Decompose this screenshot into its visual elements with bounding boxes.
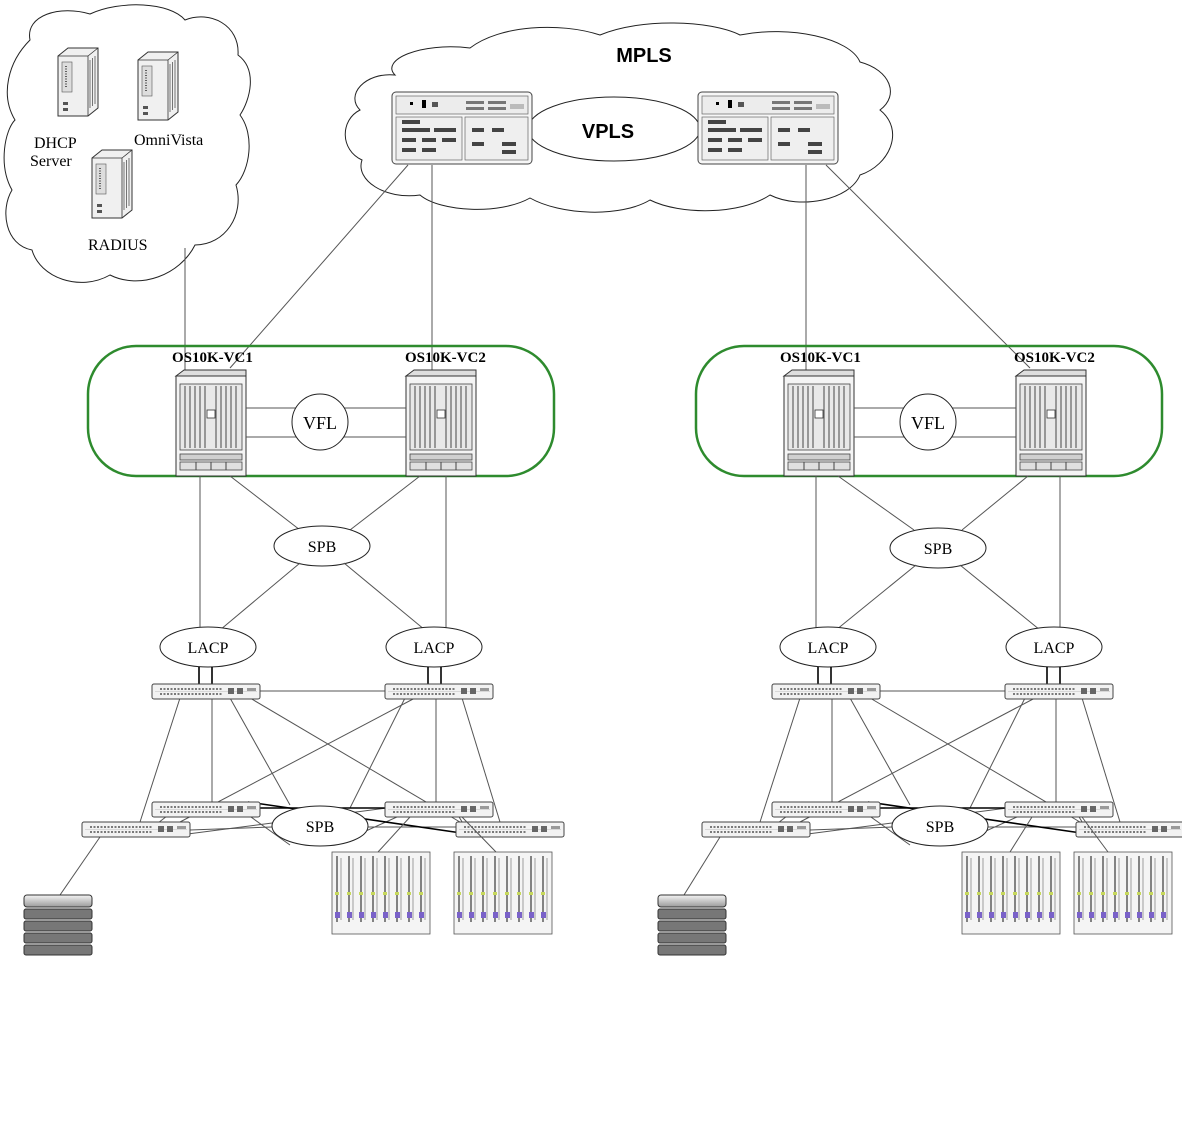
dhcp-label-line2: Server (30, 153, 72, 170)
left-switch-mid-1 (81, 821, 191, 838)
left-switch-mid-2 (455, 821, 565, 838)
left-switch-top-2 (384, 683, 494, 700)
left-vc1-chassis (175, 369, 247, 477)
left-vc2-label: OS10K-VC2 (405, 350, 486, 366)
left-vc-group (86, 344, 556, 478)
left-spb-core-label: SPB (308, 539, 336, 556)
right-site: OS10K-VC1 OS10K-VC2 VFL SPB LACP LACP (657, 344, 1182, 956)
left-storage-icon (23, 894, 93, 956)
left-spb-access-label: SPB (306, 819, 334, 836)
left-mesh-links (59, 690, 501, 896)
left-spb-access-ellipse (271, 805, 369, 847)
uplinks (184, 164, 1031, 376)
right-spb-core-label: SPB (924, 541, 952, 558)
left-switch-top-1 (151, 683, 261, 700)
left-vfl-label: VFL (303, 413, 337, 433)
right-blade-rack-1 (961, 851, 1061, 935)
left-blade-rack-2 (453, 851, 553, 935)
right-lacp-1-ellipse (779, 626, 877, 668)
right-lacp-1-label: LACP (808, 640, 849, 657)
omnivista-server-icon (137, 51, 179, 121)
left-lacp-2-ellipse (385, 626, 483, 668)
left-lacp-2-label: LACP (414, 640, 455, 657)
right-switch-bottom-2 (1004, 801, 1114, 818)
right-vc1-chassis (783, 369, 855, 477)
left-lacp-1-ellipse (159, 626, 257, 668)
right-vc2-chassis (1015, 369, 1087, 477)
mpls-label: MPLS (616, 45, 672, 67)
right-spb-access-label: SPB (926, 819, 954, 836)
right-switch-top-2 (1004, 683, 1114, 700)
vpls-label: VPLS (582, 121, 634, 143)
radius-label: RADIUS (88, 237, 148, 254)
left-spb-core-ellipse (273, 525, 371, 567)
left-site: OS10K-VC1 OS10K-VC2 VFL SPB LACP LACP (23, 344, 565, 956)
omnivista-label: OmniVista (134, 132, 203, 149)
left-vc2-chassis (405, 369, 477, 477)
right-lacp-2-label: LACP (1034, 640, 1075, 657)
right-vfl-label: VFL (911, 413, 945, 433)
left-blade-rack-1 (331, 851, 431, 935)
right-spb-access-ellipse (891, 805, 989, 847)
right-vfl-circle (899, 393, 957, 451)
dhcp-server-icon (57, 47, 99, 117)
right-vc-group (694, 344, 1164, 478)
right-vc2-label: OS10K-VC2 (1014, 350, 1095, 366)
right-spb-core-ellipse (889, 527, 987, 569)
mpls-router-left (391, 91, 533, 165)
mpls-router-right (697, 91, 839, 165)
right-blade-rack-2 (1073, 851, 1173, 935)
dhcp-label-line1: DHCP (34, 135, 77, 152)
mpls-cloud: MPLS VPLS (344, 22, 894, 213)
right-vc1-label: OS10K-VC1 (780, 350, 861, 366)
server-cloud: DHCP Server OmniVista RADIUS (3, 4, 251, 283)
right-switch-bottom-1 (771, 801, 881, 818)
left-switch-bottom-1 (151, 801, 261, 818)
left-lacp-1-label: LACP (188, 640, 229, 657)
left-vc1-label: OS10K-VC1 (172, 350, 253, 366)
right-switch-mid-1 (701, 821, 811, 838)
left-vfl-circle (291, 393, 349, 451)
right-lacp-2-ellipse (1005, 626, 1103, 668)
radius-server-icon (91, 149, 133, 219)
right-switch-top-1 (771, 683, 881, 700)
right-storage-icon (657, 894, 727, 956)
left-switch-bottom-2 (384, 801, 494, 818)
